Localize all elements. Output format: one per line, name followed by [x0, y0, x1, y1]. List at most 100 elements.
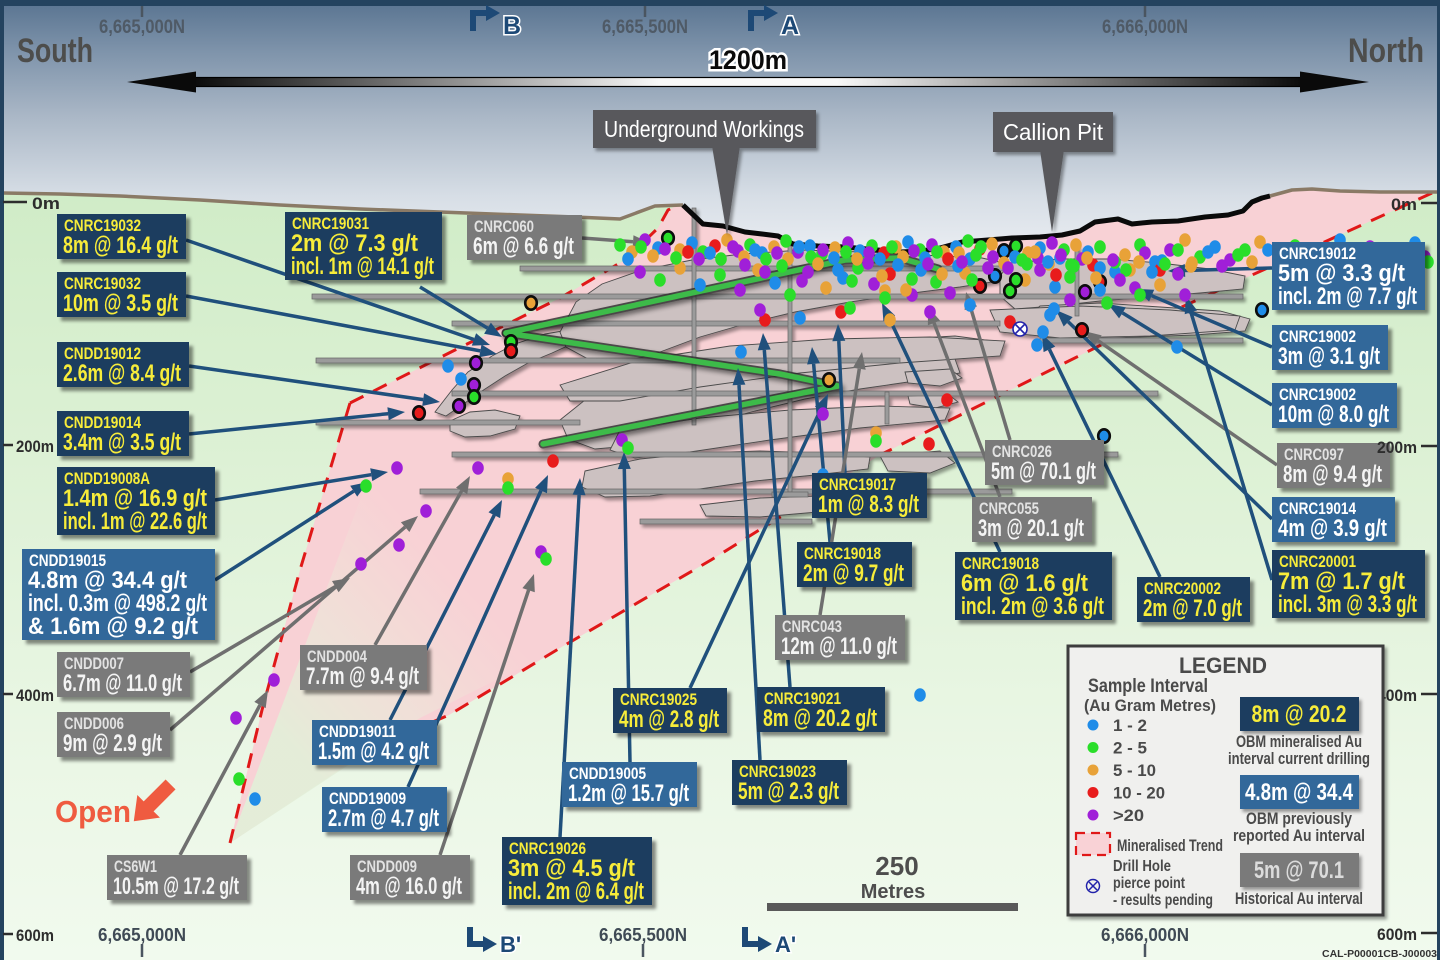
svg-text:2m @ 7.0 g/t: 2m @ 7.0 g/t: [1143, 595, 1242, 622]
svg-text:5m @ 70.1: 5m @ 70.1: [1254, 857, 1344, 884]
svg-text:CNDD19011: CNDD19011: [319, 723, 396, 741]
svg-text:CNDD19008A: CNDD19008A: [64, 470, 150, 488]
svg-text:(Au Gram Metres): (Au Gram Metres): [1084, 696, 1216, 715]
svg-text:6,665,500N: 6,665,500N: [599, 925, 687, 945]
svg-text:Underground Workings: Underground Workings: [604, 116, 804, 142]
svg-text:B': B': [500, 932, 521, 957]
svg-text:5m @ 3.3 g/t: 5m @ 3.3 g/t: [1278, 260, 1405, 287]
svg-text:CNRC19032: CNRC19032: [64, 275, 141, 293]
svg-text:CNRC19017: CNRC19017: [819, 476, 896, 494]
svg-text:interval current drilling: interval current drilling: [1228, 750, 1370, 768]
svg-text:3.4m @ 3.5 g/t: 3.4m @ 3.5 g/t: [63, 429, 181, 456]
svg-text:incl. 1m @ 22.6 g/t: incl. 1m @ 22.6 g/t: [63, 508, 207, 535]
svg-text:4.8m @ 34.4: 4.8m @ 34.4: [1245, 779, 1354, 806]
svg-text:3m @ 20.1 g/t: 3m @ 20.1 g/t: [978, 515, 1084, 542]
svg-text:CNDD19014: CNDD19014: [64, 414, 142, 432]
svg-text:2m @ 7.3 g/t: 2m @ 7.3 g/t: [291, 230, 418, 257]
svg-text:CNRC19002: CNRC19002: [1279, 386, 1356, 404]
svg-text:400m: 400m: [16, 686, 54, 705]
svg-text:CNDD19005: CNDD19005: [569, 765, 646, 783]
svg-text:8m @ 20.2 g/t: 8m @ 20.2 g/t: [763, 705, 877, 732]
svg-text:Historical Au interval: Historical Au interval: [1235, 890, 1363, 908]
svg-text:North: North: [1348, 32, 1424, 70]
svg-text:CNRC19002: CNRC19002: [1279, 328, 1356, 346]
svg-text:250: 250: [875, 851, 918, 881]
svg-text:6m @ 6.6 g/t: 6m @ 6.6 g/t: [473, 233, 574, 260]
svg-text:CNRC19018: CNRC19018: [804, 545, 881, 563]
svg-text:CNRC19021: CNRC19021: [764, 690, 841, 708]
svg-text:CNDD006: CNDD006: [64, 715, 124, 733]
svg-text:7.7m @ 9.4 g/t: 7.7m @ 9.4 g/t: [306, 663, 419, 690]
svg-text:CNDD007: CNDD007: [64, 655, 124, 673]
svg-text:600m: 600m: [1377, 925, 1417, 944]
svg-text:2m @ 9.7 g/t: 2m @ 9.7 g/t: [803, 560, 904, 587]
svg-text:Callion Pit: Callion Pit: [1003, 119, 1104, 145]
svg-text:CNRC19014: CNRC19014: [1279, 500, 1357, 518]
svg-text:CNRC19026: CNRC19026: [509, 840, 586, 858]
svg-text:CNRC19012: CNRC19012: [1279, 245, 1356, 263]
svg-text:incl. 3m @ 3.3 g/t: incl. 3m @ 3.3 g/t: [1278, 591, 1417, 618]
svg-text:200m: 200m: [1377, 438, 1417, 457]
svg-text:10m @ 3.5 g/t: 10m @ 3.5 g/t: [63, 290, 178, 317]
svg-text:Metres: Metres: [861, 881, 925, 903]
svg-text:1m @ 8.3 g/t: 1m @ 8.3 g/t: [818, 491, 919, 518]
svg-text:2.6m @ 8.4 g/t: 2.6m @ 8.4 g/t: [63, 360, 181, 387]
svg-text:10m @ 8.0 g/t: 10m @ 8.0 g/t: [1278, 401, 1389, 428]
svg-text:CNRC20002: CNRC20002: [1144, 580, 1221, 598]
svg-text:incl. 2m @ 6.4 g/t: incl. 2m @ 6.4 g/t: [508, 878, 644, 905]
svg-text:2 - 5: 2 - 5: [1113, 739, 1147, 758]
svg-text:6,665,000N: 6,665,000N: [98, 925, 186, 945]
svg-text:1 - 2: 1 - 2: [1113, 716, 1147, 735]
svg-text:1.2m @ 15.7 g/t: 1.2m @ 15.7 g/t: [568, 780, 689, 807]
svg-text:8m @ 16.4 g/t: 8m @ 16.4 g/t: [63, 232, 178, 259]
svg-text:LEGEND: LEGEND: [1179, 653, 1267, 678]
svg-text:incl. 2m @ 7.7 g/t: incl. 2m @ 7.7 g/t: [1278, 283, 1417, 310]
svg-text:0m: 0m: [32, 194, 60, 213]
svg-text:1.4m @ 16.9 g/t: 1.4m @ 16.9 g/t: [63, 485, 207, 512]
svg-text:10.5m @ 17.2 g/t: 10.5m @ 17.2 g/t: [113, 873, 239, 900]
svg-text:400m: 400m: [1377, 686, 1417, 705]
svg-text:CAL-P00001CB-J00003: CAL-P00001CB-J00003: [1322, 948, 1437, 960]
svg-text:8m @ 20.2: 8m @ 20.2: [1252, 701, 1347, 728]
svg-text:pierce point: pierce point: [1113, 875, 1185, 892]
svg-text:Drill Hole: Drill Hole: [1113, 858, 1171, 875]
svg-text:incl. 1m @ 14.1 g/t: incl. 1m @ 14.1 g/t: [291, 253, 434, 280]
svg-text:A: A: [781, 12, 799, 40]
svg-text:CNRC097: CNRC097: [1284, 446, 1344, 464]
svg-text:5 - 10: 5 - 10: [1113, 761, 1156, 780]
svg-text:12m @ 11.0 g/t: 12m @ 11.0 g/t: [781, 633, 897, 660]
svg-text:200m: 200m: [16, 437, 54, 456]
svg-text:6,666,000N: 6,666,000N: [1102, 17, 1188, 38]
svg-text:OBM mineralised Au: OBM mineralised Au: [1236, 733, 1362, 751]
svg-text:CNDD004: CNDD004: [307, 648, 368, 666]
svg-text:CNRC19018: CNRC19018: [962, 555, 1039, 573]
svg-text:1.5m @ 4.2 g/t: 1.5m @ 4.2 g/t: [318, 738, 429, 765]
svg-text:4m @ 2.8 g/t: 4m @ 2.8 g/t: [619, 706, 719, 733]
svg-text:B: B: [503, 12, 521, 40]
svg-text:incl. 2m @ 3.6 g/t: incl. 2m @ 3.6 g/t: [961, 593, 1104, 620]
svg-text:- results pending: - results pending: [1113, 892, 1213, 909]
svg-text:CNRC043: CNRC043: [782, 618, 842, 636]
svg-text:Mineralised Trend: Mineralised Trend: [1117, 837, 1223, 855]
svg-text:CNDD19012: CNDD19012: [64, 345, 141, 363]
svg-text:3m @ 4.5 g/t: 3m @ 4.5 g/t: [508, 855, 635, 882]
svg-text:600m: 600m: [16, 926, 54, 945]
svg-text:reported Au interval: reported Au interval: [1233, 827, 1365, 845]
svg-text:8m @ 9.4 g/t: 8m @ 9.4 g/t: [1283, 461, 1382, 488]
svg-text:CNRC060: CNRC060: [474, 218, 534, 236]
svg-text:3m @ 3.1 g/t: 3m @ 3.1 g/t: [1278, 343, 1380, 370]
svg-text:CNRC19025: CNRC19025: [620, 691, 697, 709]
svg-text:CNDD19009: CNDD19009: [329, 790, 406, 808]
svg-text:6.7m @ 11.0 g/t: 6.7m @ 11.0 g/t: [63, 670, 182, 697]
svg-text:5m @ 2.3 g/t: 5m @ 2.3 g/t: [738, 778, 839, 805]
svg-text:Sample Interval: Sample Interval: [1088, 676, 1208, 697]
svg-text:& 1.6m @ 9.2 g/t: & 1.6m @ 9.2 g/t: [28, 613, 198, 640]
svg-text:10 - 20: 10 - 20: [1113, 784, 1165, 803]
svg-text:7m @ 1.7 g/t: 7m @ 1.7 g/t: [1278, 568, 1405, 595]
svg-text:6m @ 1.6 g/t: 6m @ 1.6 g/t: [961, 570, 1088, 597]
svg-text:4.8m @ 34.4 g/t: 4.8m @ 34.4 g/t: [28, 567, 187, 594]
svg-text:CNDD19015: CNDD19015: [29, 552, 106, 570]
svg-text:1200m: 1200m: [709, 45, 787, 75]
svg-text:A': A': [775, 932, 796, 957]
svg-text:6,665,500N: 6,665,500N: [602, 17, 688, 38]
